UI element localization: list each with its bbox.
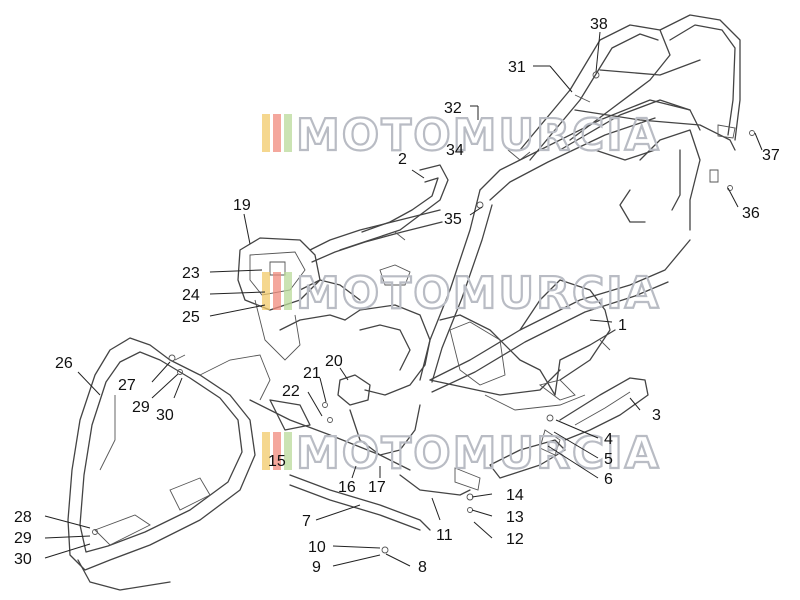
callout-32: 32 [444, 100, 462, 117]
callout-14: 14 [506, 487, 524, 504]
front-bumper-26 [67, 337, 271, 591]
callout-6: 6 [604, 471, 613, 488]
hardware [92, 71, 755, 554]
footrest-bracket-3 [489, 377, 649, 479]
callout-28: 28 [14, 509, 32, 526]
callout-22: 22 [282, 383, 300, 400]
part-2-bracket [339, 164, 449, 251]
callout-37: 37 [762, 147, 780, 164]
callout-27: 27 [118, 377, 136, 394]
callout-7: 7 [302, 513, 311, 530]
callout-31: 31 [508, 59, 526, 76]
floor-rails [249, 399, 481, 531]
callout-numbers: 38 31 32 34 37 36 2 35 19 23 24 25 1 26 … [14, 16, 780, 576]
engine-mount [279, 209, 443, 456]
callout-16: 16 [338, 479, 356, 496]
callout-12: 12 [506, 531, 524, 548]
callout-29: 29 [132, 399, 150, 416]
callout-29-lower: 29 [14, 530, 32, 547]
callout-8: 8 [418, 559, 427, 576]
callout-23: 23 [182, 265, 200, 282]
callout-3: 3 [652, 407, 661, 424]
watermark-2: MOTOMURCIA [262, 267, 661, 320]
watermark-3: MOTOMURCIA [262, 427, 661, 480]
callout-34: 34 [446, 142, 464, 159]
callout-9: 9 [312, 559, 321, 576]
callout-1: 1 [618, 317, 627, 334]
callout-30: 30 [156, 407, 174, 424]
leader-lines [44, 31, 763, 567]
callout-15: 15 [268, 453, 286, 470]
callout-21: 21 [303, 365, 321, 382]
callout-11: 11 [436, 527, 453, 544]
callout-10: 10 [308, 539, 326, 556]
watermark-text: MOTOMURCIA [296, 268, 661, 319]
callout-35: 35 [444, 211, 462, 228]
callout-2: 2 [398, 151, 407, 168]
callout-13: 13 [506, 509, 524, 526]
callout-30-lower: 30 [14, 551, 32, 568]
watermark-1: MOTOMURCIA [262, 109, 661, 162]
callout-4: 4 [604, 431, 613, 448]
callout-25: 25 [182, 309, 200, 326]
callout-5: 5 [604, 451, 613, 468]
callout-19: 19 [233, 197, 251, 214]
callout-36: 36 [742, 205, 760, 222]
watermark-text: MOTOMURCIA [296, 110, 661, 161]
callout-17: 17 [368, 479, 386, 496]
main-frame [419, 99, 691, 411]
callout-24: 24 [182, 287, 200, 304]
callout-38: 38 [590, 16, 608, 33]
callout-20: 20 [325, 353, 343, 370]
callout-26: 26 [55, 355, 73, 372]
watermark-text: MOTOMURCIA [296, 428, 661, 479]
